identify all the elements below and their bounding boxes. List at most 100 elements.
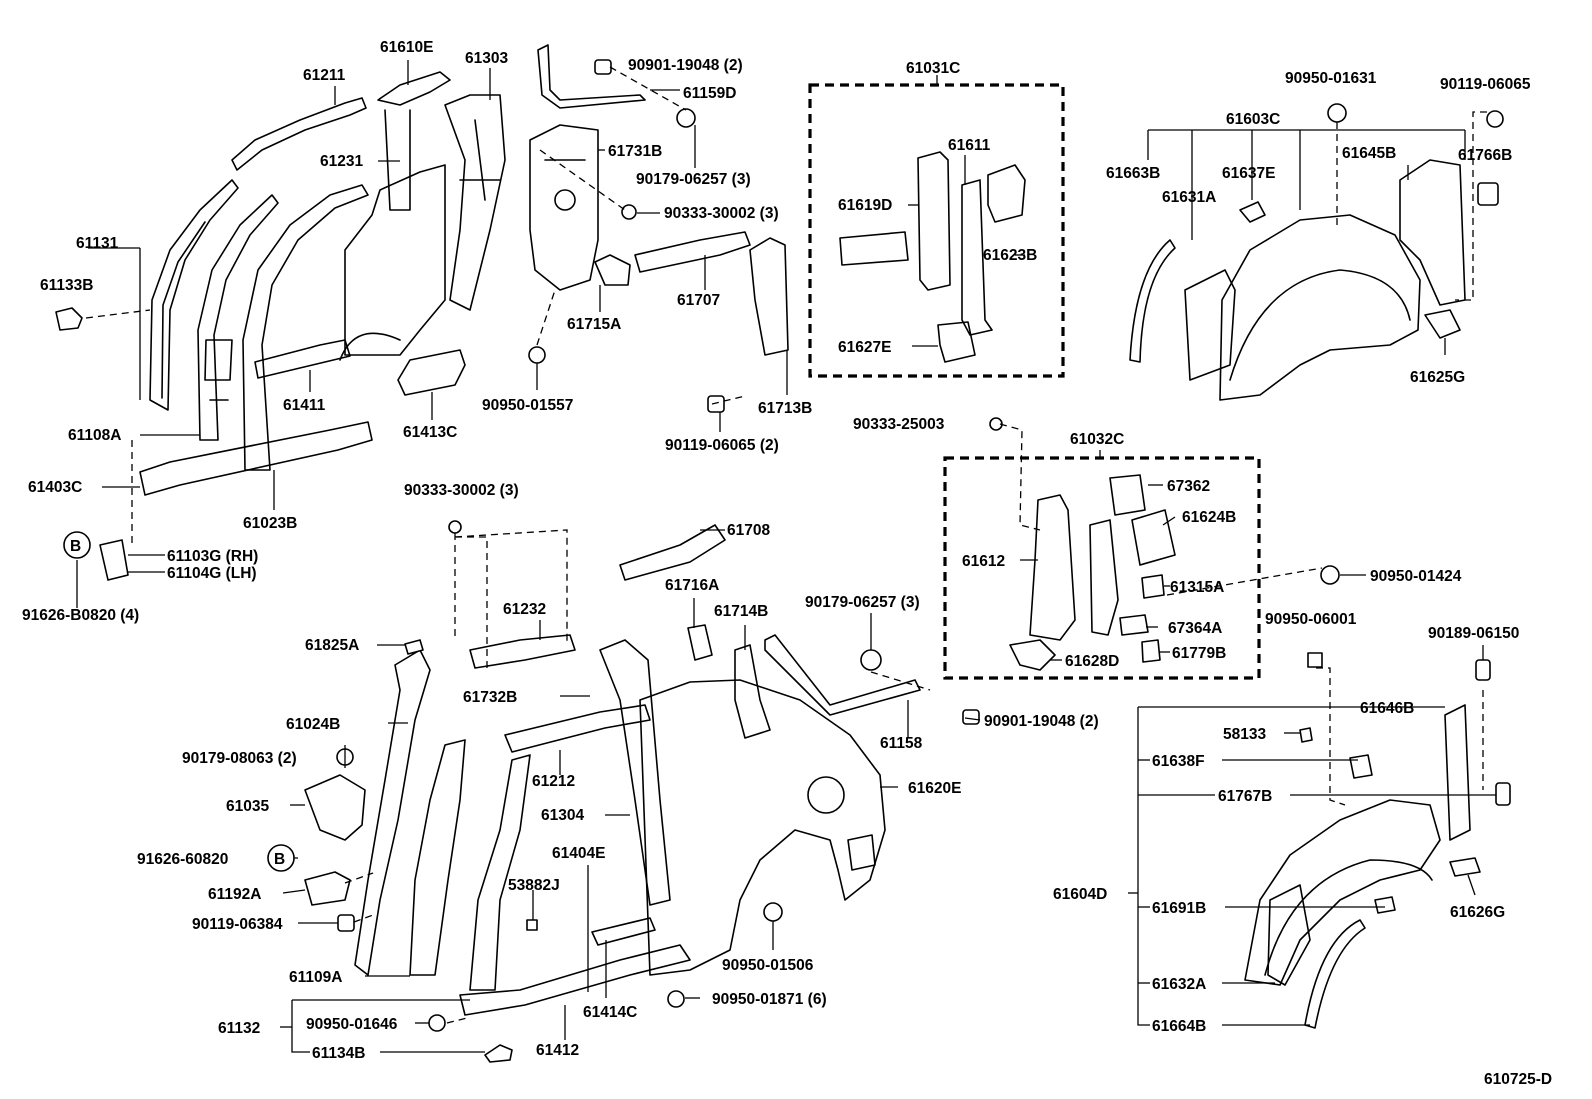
label-61626g: 61626G — [1450, 904, 1505, 921]
label-90189-06150: 90189-06150 — [1428, 625, 1519, 642]
extension-61714b-drawing — [734, 644, 771, 739]
part-61779b-drawing — [1141, 639, 1161, 663]
pillar-inner-line — [161, 221, 206, 399]
label-61707: 61707 — [677, 292, 720, 309]
clip-61767b — [1495, 782, 1511, 806]
label-61716a: 61716A — [665, 577, 719, 594]
plug-90950-01871 — [667, 990, 685, 1008]
pillar-outer-drawing — [149, 179, 239, 411]
label-61632a: 61632A — [1152, 976, 1206, 993]
inner-rail-61212-drawing — [504, 704, 651, 753]
group-box-61031c — [808, 83, 1065, 378]
label-61638f: 61638F — [1152, 753, 1205, 770]
label-90179-06257-top: 90179-06257 (3) — [636, 171, 751, 188]
panel-61631a — [1184, 269, 1236, 381]
callout-b-circle-left — [63, 531, 91, 559]
label-61104g: 61104G (LH) — [167, 565, 257, 582]
bracket-61637e — [1239, 201, 1266, 223]
label-61619d: 61619D — [838, 197, 892, 214]
label-91626-b0820: 91626-B0820 (4) — [22, 607, 139, 624]
label-61231: 61231 — [320, 153, 363, 170]
inner-pillar-61404e-drawing — [469, 754, 531, 991]
label-61663b: 61663B — [1106, 165, 1160, 182]
label-61303: 61303 — [465, 50, 508, 67]
pillar-61024b-drawing — [354, 649, 431, 976]
part-61628d-drawing — [1009, 639, 1056, 671]
callout-b-mid: B — [274, 851, 285, 868]
label-61404e: 61404E — [552, 845, 605, 862]
bracket-61625g — [1424, 309, 1461, 339]
plug-icon — [528, 346, 546, 364]
group-61032c-drawings — [1009, 474, 1176, 671]
reinforcement-61414c-drawing — [591, 917, 656, 946]
label-61612: 61612 — [962, 553, 1005, 570]
plug-90950-01646 — [428, 1014, 446, 1032]
quarter-inner-holes — [544, 159, 586, 211]
label-61766b: 61766B — [1458, 147, 1512, 164]
fasteners-bottom-center — [99, 520, 980, 1063]
label-61108a: 61108A — [68, 427, 121, 444]
label-91626-60820: 91626-60820 — [137, 851, 228, 868]
label-61212: 61212 — [532, 773, 575, 790]
group-box-61032c — [943, 456, 1261, 680]
label-90901-19048-mid: 90901-19048 (2) — [984, 713, 1099, 730]
label-61109a: 61109A — [289, 969, 342, 986]
label-61645b: 61645B — [1342, 145, 1396, 162]
plug-90950-01506 — [763, 902, 783, 922]
label-90950-01506: 90950-01506 — [722, 957, 814, 974]
extension-61707-drawing — [634, 231, 751, 273]
clip-61134b — [484, 1044, 513, 1063]
pad-53882j — [526, 919, 538, 931]
extension-61713b-drawing — [749, 237, 789, 356]
bracket-61646b — [1444, 704, 1471, 841]
label-58133: 58133 — [1223, 726, 1266, 743]
label-61031c: 61031C — [906, 60, 960, 77]
rocker-panel-drawing — [139, 421, 373, 496]
rocker-61412-drawing — [459, 944, 691, 1016]
label-61620e: 61620E — [908, 780, 961, 797]
label-61192a: 61192A — [208, 886, 261, 903]
bolt-icon — [707, 395, 725, 413]
label-67362: 67362 — [1167, 478, 1210, 495]
label-61624b: 61624B — [1182, 509, 1236, 526]
label-61715a: 61715A — [567, 316, 621, 333]
bracket-61645b — [1399, 159, 1466, 306]
quarter-panel-wheel-arch — [339, 332, 401, 361]
part-61624b-drawing — [1131, 509, 1176, 566]
label-90333-25003: 90333-25003 — [853, 416, 945, 433]
top-right-wheelhouse-drawings — [1129, 103, 1504, 401]
label-61159d: 61159D — [683, 85, 736, 102]
sill-reinforcement-drawing — [254, 339, 351, 379]
wheelhouse-61604d-arc — [1264, 859, 1433, 976]
a-pillar-drawing — [197, 194, 279, 441]
callout-b-circle-mid — [267, 844, 295, 872]
label-90950-01557: 90950-01557 — [482, 397, 573, 414]
plug-90950-01631 — [1327, 103, 1347, 123]
gusset-61035-drawing — [304, 774, 366, 841]
part-67362-drawing — [1109, 474, 1146, 516]
bolt-90119-06384 — [337, 914, 355, 932]
weatherstrip-61158-drawing — [764, 634, 921, 716]
bracket-61638f — [1349, 754, 1373, 779]
label-61731b: 61731B — [608, 143, 662, 160]
label-61767b: 61767B — [1218, 788, 1272, 805]
extension-61708-drawing — [619, 524, 726, 581]
label-61413c: 61413C — [403, 424, 457, 441]
patch-61825a — [404, 639, 424, 655]
leader-lines — [76, 60, 1496, 1053]
part-61612b-drawing — [1089, 519, 1119, 636]
label-61131: 61131 — [76, 235, 119, 252]
rear-pillar-drawing — [444, 94, 506, 311]
label-61604d: 61604D — [1053, 886, 1107, 903]
part-61623b-drawing — [987, 164, 1026, 223]
label-61211: 61211 — [303, 67, 346, 84]
part-61612-drawing — [1029, 494, 1076, 641]
label-61035: 61035 — [226, 798, 269, 815]
roof-side-61232-drawing — [469, 634, 576, 669]
label-61414c: 61414C — [583, 1004, 637, 1021]
label-61315a: 61315A — [1170, 579, 1224, 596]
bracket-61103g — [99, 539, 129, 581]
label-61132: 61132 — [218, 1020, 260, 1037]
label-61024b: 61024B — [286, 716, 340, 733]
part-61627e-drawing — [937, 321, 976, 363]
